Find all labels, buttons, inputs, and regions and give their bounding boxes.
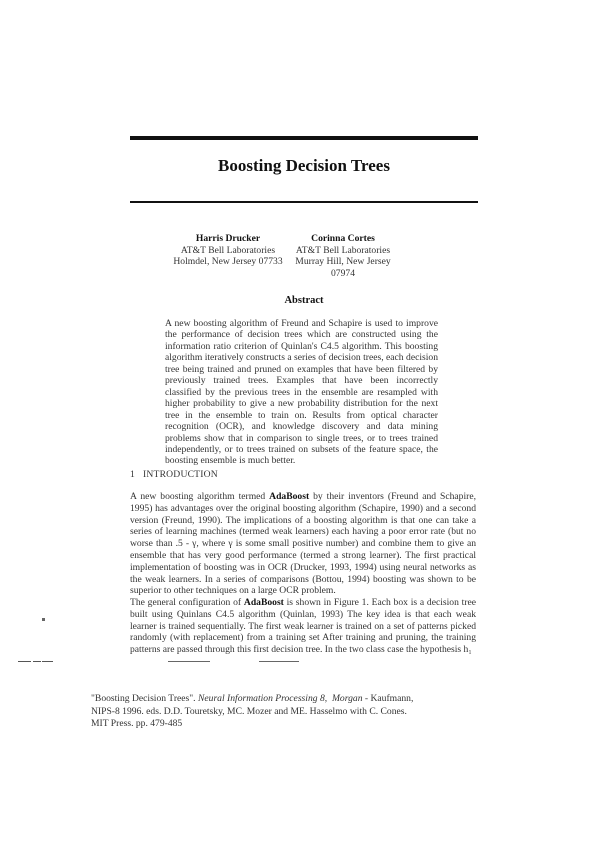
paper-title: Boosting Decision Trees [218,156,390,175]
text-run: "Boosting Decision Trees". [91,693,198,704]
title-bottom-rule [130,201,478,203]
intro-paragraph-2: The general configuration of AdaBoost is… [130,597,476,656]
title-top-rule [130,136,478,140]
author-affiliation: AT&T Bell Laboratories [180,244,276,256]
venue: Neural Information Processing 8, [197,693,328,704]
margin-dash [18,661,31,662]
section-title: INTRODUCTION [143,469,218,480]
margin-dash [49,661,53,662]
author-block-1: Harris Drucker AT&T Bell Laboratories Ho… [167,233,289,268]
term-adaboost: AdaBoost [269,491,310,502]
author-name: Harris Drucker [195,233,261,244]
margin-dash [42,661,49,662]
author-address: Holmdel, New Jersey 07733 [173,256,283,268]
margin-dash [33,661,41,662]
text-run: by their inventors (Freund and Schapire,… [130,491,476,597]
author-affiliation: AT&T Bell Laboratories [295,244,391,256]
publisher: Morgan [331,693,363,704]
citation-line-3: MIT Press. pp. 479-485 [91,718,183,730]
citation-line-1: "Boosting Decision Trees". Neural Inform… [91,693,511,706]
text-run: A new boosting algorithm termed [130,491,270,502]
section-number: 1 [130,469,135,480]
author-block-2: Corinna Cortes AT&T Bell Laboratories Mu… [283,233,403,279]
citation-block: "Boosting Decision Trees". Neural Inform… [91,693,511,731]
section-heading: 1 INTRODUCTION [130,469,218,480]
abstract-text: A new boosting algorithm of Freund and S… [165,318,438,467]
author-address: Murray Hill, New Jersey 07974 [295,256,391,279]
footnote-rule [259,661,299,662]
author-name: Corinna Cortes [311,233,375,244]
margin-mark [42,618,45,621]
abstract-heading: Abstract [284,295,324,306]
term-adaboost: AdaBoost [243,597,284,608]
text-run: The general configuration of [130,597,244,608]
footnote-rule [168,661,210,662]
text-run: - Kaufmann, [362,693,414,704]
citation-line-2: NIPS-8 1996. eds. D.D. Touretsky, MC. Mo… [91,705,407,717]
text-run: is shown in Figure 1. Each box is a deci… [130,597,477,656]
intro-paragraph-1: A new boosting algorithm termed AdaBoost… [130,491,476,597]
